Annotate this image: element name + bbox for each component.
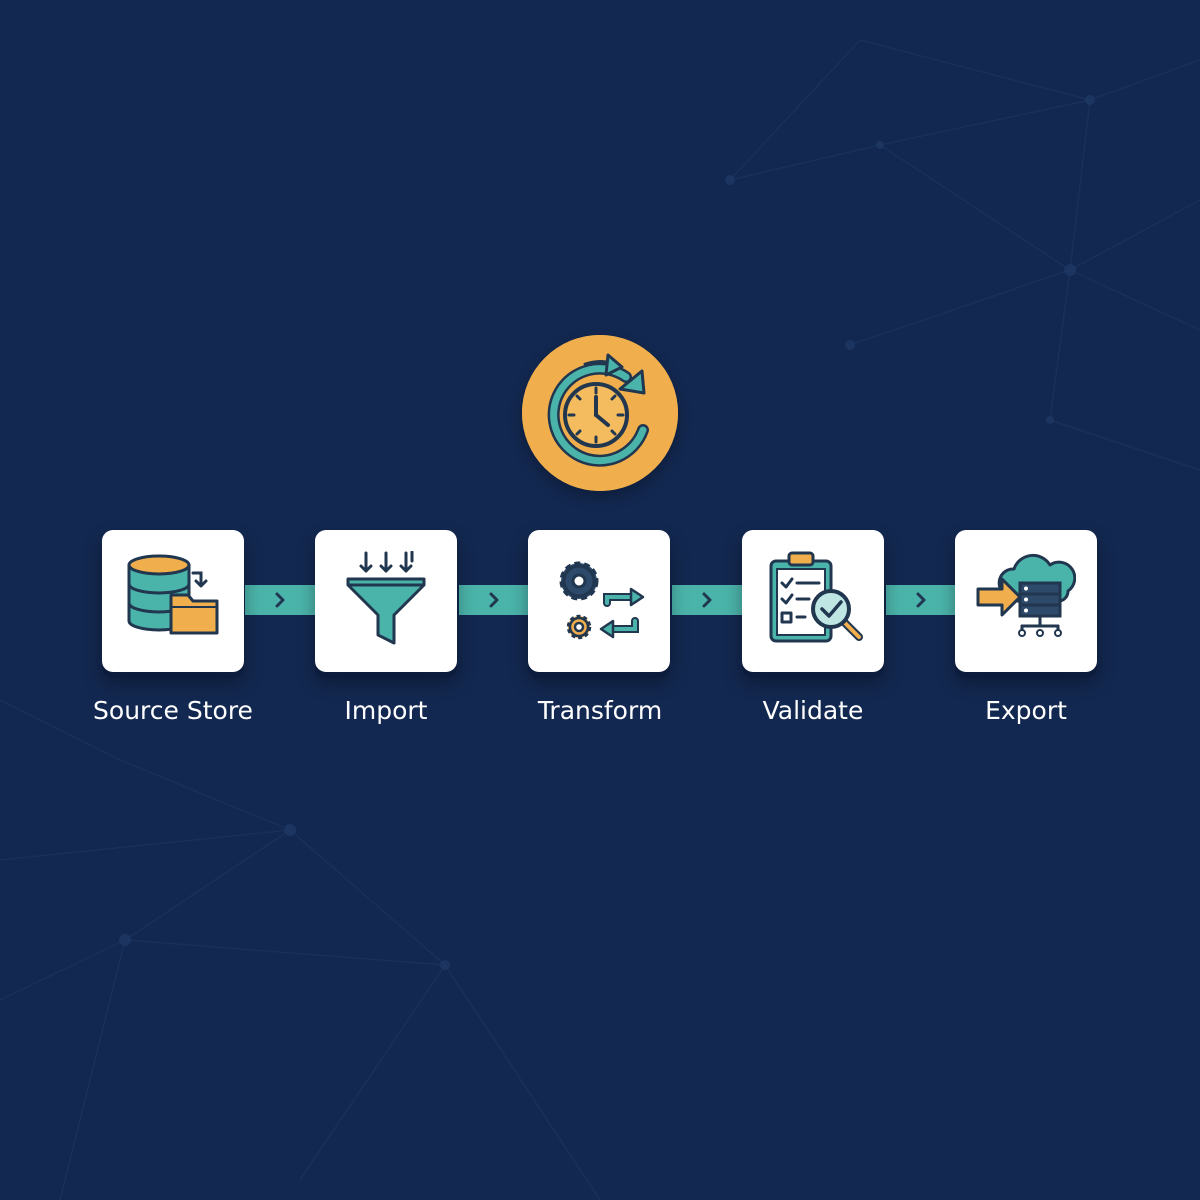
chevron-right-icon (702, 592, 712, 608)
clock-refresh-icon (522, 335, 678, 491)
funnel-icon (346, 551, 426, 645)
chevron-right-icon (916, 592, 925, 608)
cloud-server-icon (976, 553, 1076, 637)
flow-connector-4 (886, 585, 955, 615)
gears-sync-icon (559, 561, 645, 640)
step-label-import: Import (344, 696, 428, 725)
step-card-import (315, 530, 457, 672)
chevron-right-icon (489, 592, 498, 608)
chevron-right-icon (275, 592, 285, 608)
flow-connector-1 (245, 585, 315, 615)
step-card-export (955, 530, 1097, 672)
step-card-source-store (102, 530, 244, 672)
step-label-validate: Validate (762, 696, 864, 725)
step-label-transform: Transform (537, 696, 663, 725)
step-label-export: Export (985, 696, 1067, 725)
step-card-validate (742, 530, 884, 672)
schedule-badge (522, 335, 678, 491)
step-card-transform (528, 530, 670, 672)
database-folder-icon (127, 554, 219, 635)
clipboard-check-icon (769, 551, 863, 643)
step-label-source-store: Source Store (93, 696, 253, 725)
flow-connector-3 (672, 585, 742, 615)
flow-connector-2 (459, 585, 528, 615)
